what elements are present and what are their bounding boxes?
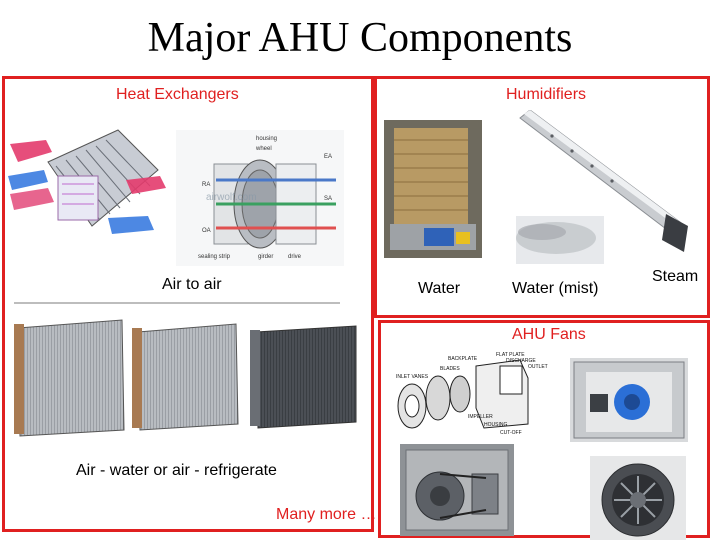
ahu-fans-panel	[378, 320, 710, 538]
mist-nozzle-image	[512, 110, 692, 266]
fan-label-housing: HOUSING	[484, 422, 507, 428]
diagram-label-ra: RA	[202, 182, 210, 188]
fan-label-impeller: IMPELLER	[468, 414, 493, 420]
air-water-label: Air - water or air - refrigerate	[76, 462, 277, 479]
ahu-fans-heading: AHU Fans	[512, 326, 586, 343]
fan-label-blades: BLADES	[440, 366, 460, 372]
many-more-label: Many more …	[276, 506, 377, 523]
slide-title: Major AHU Components	[147, 15, 573, 61]
water-label: Water	[418, 280, 461, 297]
fan-cabinet-image	[570, 358, 688, 442]
belt-drive-fan-image	[400, 444, 514, 536]
diagram-label-girder: girder	[258, 254, 273, 260]
humidifiers-heading: Humidifiers	[506, 86, 587, 103]
diagram-label-sealing: sealing strip	[198, 254, 231, 260]
plug-fan-image	[590, 456, 686, 540]
fan-label-discharge: DISCHARGE	[506, 358, 536, 364]
heat-exchangers-heading: Heat Exchangers	[116, 86, 239, 103]
water-mist-label: Water (mist)	[512, 280, 599, 297]
humidifiers-panel	[374, 76, 710, 318]
fan-label-backplate: BACKPLATE	[448, 356, 478, 362]
fan-label-flatplate: FLAT PLATE	[496, 352, 525, 358]
coil-exchangers-image	[12, 314, 362, 444]
heat-exchangers-panel	[2, 76, 374, 532]
diagram-label-sa: SA	[324, 196, 332, 202]
steam-label: Steam	[652, 268, 699, 285]
diagram-label-ea: EA	[324, 154, 332, 160]
panel-divider	[14, 302, 340, 304]
fan-label-outlet: OUTLET	[528, 364, 548, 370]
fan-exploded-diagram: BACKPLATE BLADES FLAT PLATE INLET VANES …	[388, 348, 558, 438]
fan-label-inletvanes: INLET VANES	[396, 374, 429, 380]
fan-label-cutoff: CUT-OFF	[500, 430, 522, 436]
plate-exchanger-image	[8, 122, 168, 246]
diagram-label-drive: drive	[288, 254, 302, 260]
diagram-label-wheel: wheel	[255, 146, 272, 152]
rotary-wheel-diagram: housing wheel EA RA OA SA sealing strip …	[176, 130, 344, 266]
diagram-label-housing: housing	[256, 136, 277, 142]
diagram-label-oa: OA	[202, 228, 211, 234]
diagram-watermark: airwolf.com	[206, 192, 257, 203]
air-to-air-label: Air to air	[162, 276, 222, 293]
water-humidifier-image	[384, 120, 482, 258]
